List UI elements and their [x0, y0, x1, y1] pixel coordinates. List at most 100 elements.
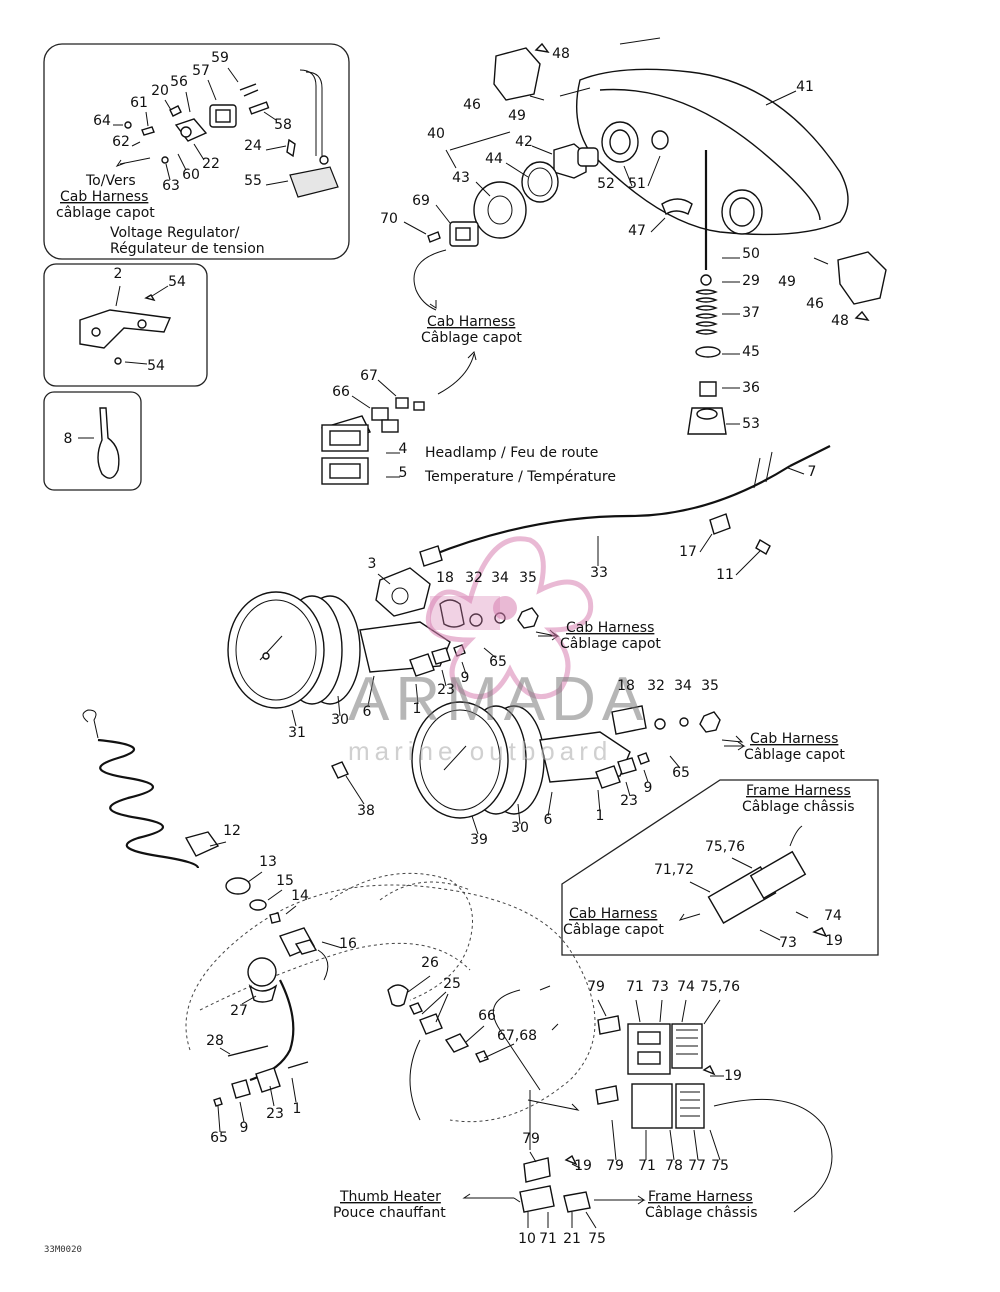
caption-regulateur-tension: Régulateur de tension — [110, 241, 265, 257]
callout-75-76: 75,76 — [705, 839, 745, 855]
callout-6: 6 — [544, 812, 553, 828]
callout-66: 66 — [478, 1008, 496, 1024]
watermark-logo-bar — [430, 596, 500, 630]
callout-79: 79 — [606, 1158, 624, 1174]
watermark-tagline: marine outboard — [348, 736, 612, 766]
callout-53: 53 — [742, 416, 760, 432]
callout-67: 67 — [360, 368, 378, 384]
junction-connectors — [462, 985, 833, 1229]
callout-67-68: 67,68 — [497, 1028, 537, 1044]
watermark: ARMADA marine outboard — [348, 536, 649, 766]
caption-thumb-heater: Thumb Heater — [339, 1189, 441, 1205]
callout-61: 61 — [130, 95, 148, 111]
headlamp-housing — [493, 37, 887, 435]
callout-35: 35 — [701, 678, 719, 694]
inset-frame-harness — [561, 779, 879, 956]
caption-temperature: Temperature / Température — [424, 469, 616, 485]
callout-75-76: 75,76 — [700, 979, 740, 995]
callout-35: 35 — [519, 570, 537, 586]
callout-25: 25 — [443, 976, 461, 992]
callout-10: 10 — [518, 1231, 536, 1247]
callout-79: 79 — [587, 979, 605, 995]
callout-59: 59 — [211, 50, 229, 66]
callout-24: 24 — [244, 138, 262, 154]
watermark-logo-dot — [493, 596, 517, 620]
watermark-brand: ARMADA — [348, 665, 649, 734]
callout-79: 79 — [522, 1131, 540, 1147]
callout-31: 31 — [288, 725, 306, 741]
callout-51: 51 — [628, 176, 646, 192]
callout-1: 1 — [413, 701, 422, 717]
callout-26: 26 — [421, 955, 439, 971]
gauge-tachometer — [331, 701, 744, 835]
bulb-assembly — [403, 131, 599, 311]
callout-64: 64 — [93, 113, 111, 129]
callout-75: 75 — [588, 1231, 606, 1247]
callout-1: 1 — [293, 1101, 302, 1117]
caption-cab-harness-b: Cab Harness — [566, 620, 654, 636]
callout-78: 78 — [665, 1158, 683, 1174]
callout-73: 73 — [779, 935, 797, 951]
callout-46: 46 — [806, 296, 824, 312]
caption-cab-harness-d: Cab Harness — [569, 906, 657, 922]
callout-40: 40 — [427, 126, 445, 142]
callout-77: 77 — [688, 1158, 706, 1174]
caption-cablage-capot-a: Câblage capot — [421, 330, 522, 346]
callout-71: 71 — [626, 979, 644, 995]
callout-46: 46 — [463, 97, 481, 113]
callout-74: 74 — [824, 908, 842, 924]
caption-cablage-capot-b: Câblage capot — [560, 636, 661, 652]
callout-28: 28 — [206, 1033, 224, 1049]
figure-code: 33M0020 — [44, 1245, 82, 1255]
callout-48: 48 — [552, 46, 570, 62]
callout-75: 75 — [711, 1158, 729, 1174]
callout-8: 8 — [64, 431, 73, 447]
callout-4: 4 — [399, 441, 408, 457]
callout-36: 36 — [742, 380, 760, 396]
callout-71: 71 — [539, 1231, 557, 1247]
callout-7: 7 — [808, 464, 817, 480]
callout-9: 9 — [461, 670, 470, 686]
callout-18: 18 — [617, 678, 635, 694]
callout-9: 9 — [240, 1120, 249, 1136]
callout-23: 23 — [266, 1106, 284, 1122]
inset-bracket — [43, 263, 208, 387]
tether-cord — [82, 709, 227, 869]
caption-frame-harness-a: Frame Harness — [746, 783, 851, 799]
callout-66: 66 — [332, 384, 350, 400]
caption-cablage-capot-d: Câblage capot — [563, 922, 664, 938]
callout-9: 9 — [644, 780, 653, 796]
callout-42: 42 — [515, 134, 533, 150]
callout-19: 19 — [825, 933, 843, 949]
console-outline — [185, 872, 596, 1123]
callout-18: 18 — [436, 570, 454, 586]
watermark-logo — [426, 536, 594, 700]
callout-38: 38 — [357, 803, 375, 819]
callout-29: 29 — [742, 273, 760, 289]
callout-52: 52 — [597, 176, 615, 192]
caption-cablage-chassis-b: Câblage châssis — [645, 1205, 758, 1221]
speedometer-cable — [419, 445, 831, 576]
caption-cablage-capot-c: Câblage capot — [744, 747, 845, 763]
callout-49: 49 — [508, 108, 526, 124]
callout-33: 33 — [590, 565, 608, 581]
callout-11: 11 — [716, 567, 734, 583]
callout-48: 48 — [831, 313, 849, 329]
gauge-lamps — [321, 351, 477, 485]
callout-22: 22 — [202, 156, 220, 172]
callout-54: 54 — [147, 358, 165, 374]
callout-41: 41 — [796, 79, 814, 95]
callout-20: 20 — [151, 83, 169, 99]
caption-voltage-regulator: Voltage Regulator/ — [110, 225, 240, 241]
callout-34: 34 — [674, 678, 692, 694]
callout-14: 14 — [291, 888, 309, 904]
callout-19: 19 — [574, 1158, 592, 1174]
caption-cab-harness-a: Cab Harness — [427, 314, 515, 330]
callout-54: 54 — [168, 274, 186, 290]
callout-45: 45 — [742, 344, 760, 360]
callout-55: 55 — [244, 173, 262, 189]
callout-34: 34 — [491, 570, 509, 586]
caption-cablage-chassis-a: Câblage châssis — [742, 799, 855, 815]
